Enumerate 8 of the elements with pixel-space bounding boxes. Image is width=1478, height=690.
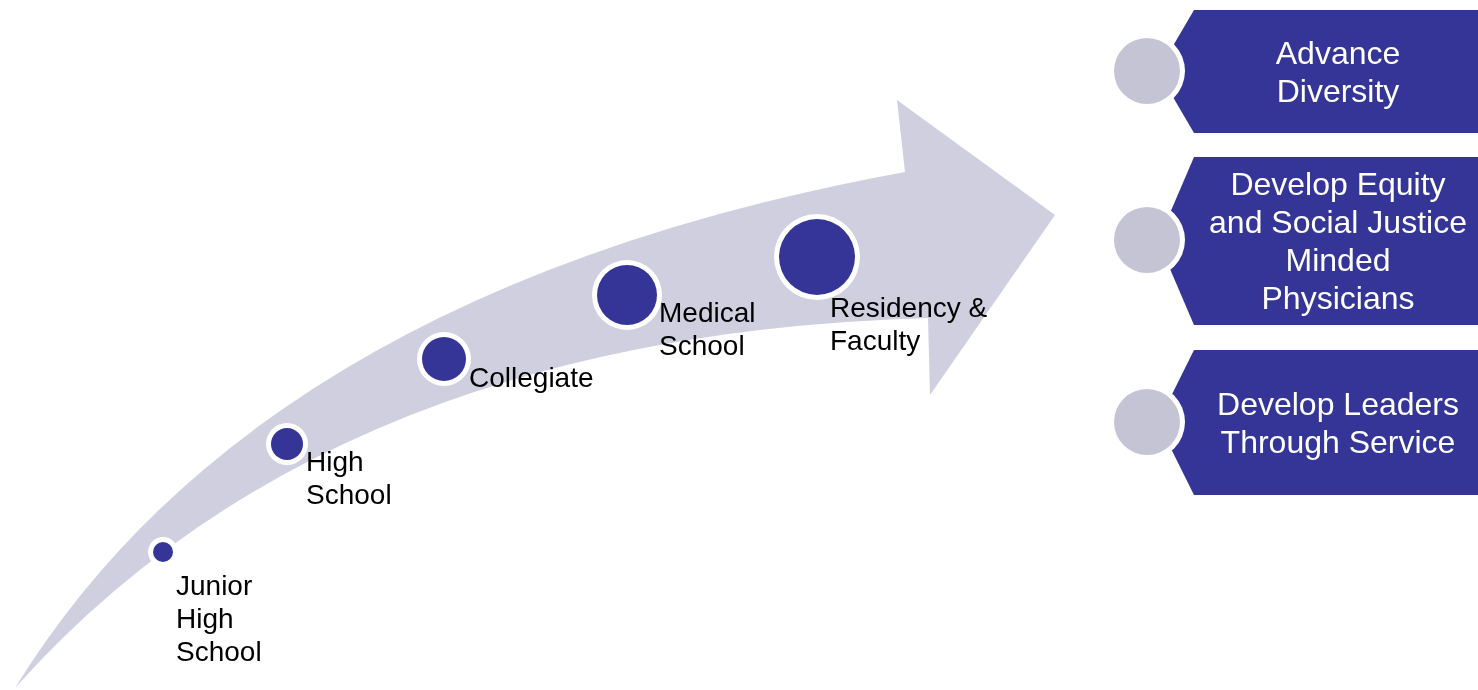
stage-label: Medical School <box>659 296 757 362</box>
banner-text: Advance Diversity <box>1274 33 1402 110</box>
stage-label: High School <box>306 445 393 511</box>
stage-label: Residency & Faculty <box>830 291 989 357</box>
stage-label: Junior High School <box>176 569 263 668</box>
stage-label: Collegiate <box>469 361 595 394</box>
banner-text: Develop Equity and Social Justice Minded Physicians <box>1208 165 1468 317</box>
banner-text: Develop Leaders Through Service <box>1216 384 1460 461</box>
